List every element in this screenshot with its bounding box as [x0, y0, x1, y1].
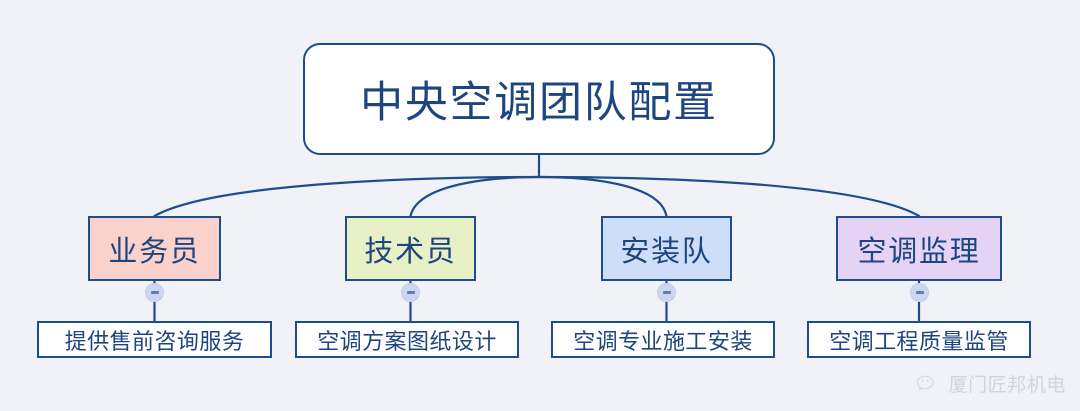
- minus-bar: [406, 291, 415, 294]
- connector-root-to-cat-0: [153, 175, 541, 218]
- leaf-node-professional-installation[interactable]: 空调专业施工安装: [551, 321, 775, 358]
- watermark-text: 厦门匠邦机电: [948, 374, 1066, 396]
- collapse-minus-icon-1[interactable]: [401, 283, 420, 302]
- collapse-minus-icon-2[interactable]: [657, 283, 676, 302]
- connector-root-to-cat-1: [409, 175, 541, 218]
- minus-bar: [915, 291, 924, 294]
- category-node-installation-team[interactable]: 安装队: [601, 216, 732, 281]
- minus-bar: [150, 291, 159, 294]
- connector-root-to-cat-2: [537, 175, 668, 218]
- minus-bar: [662, 291, 671, 294]
- root-node[interactable]: 中央空调团队配置: [303, 43, 775, 155]
- category-node-hvac-supervision[interactable]: 空调监理: [836, 216, 1002, 281]
- connector-root-to-cat-3: [537, 175, 921, 218]
- collapse-minus-icon-0[interactable]: [145, 283, 164, 302]
- category-node-technician[interactable]: 技术员: [345, 216, 476, 281]
- leaf-node-quality-supervision[interactable]: 空调工程质量监管: [807, 321, 1031, 358]
- watermark: 厦门匠邦机电: [916, 370, 1066, 397]
- collapse-minus-icon-3[interactable]: [910, 283, 929, 302]
- wechat-icon: [916, 374, 942, 394]
- leaf-node-presales-consulting[interactable]: 提供售前咨询服务: [37, 321, 272, 358]
- leaf-node-scheme-drawing-design[interactable]: 空调方案图纸设计: [295, 321, 519, 358]
- category-node-salesperson[interactable]: 业务员: [88, 216, 221, 281]
